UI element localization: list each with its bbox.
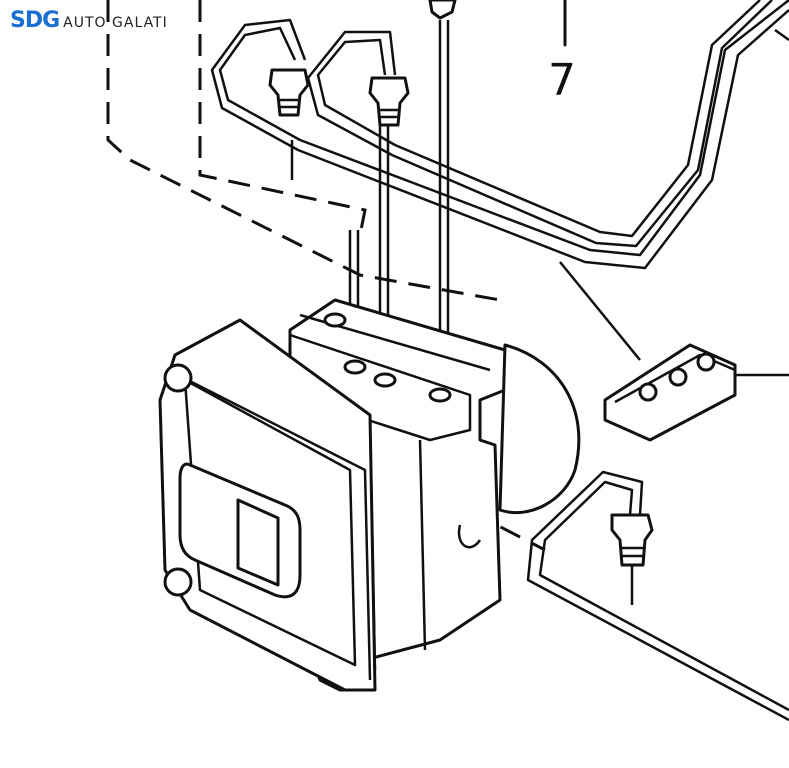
lower-brake-pipe — [526, 470, 789, 722]
connector-socket — [236, 498, 280, 587]
pipe-fitting-4 — [610, 513, 654, 605]
logo-mark: SDG — [10, 8, 60, 33]
port-4 — [428, 387, 452, 403]
module-screw-bottom — [163, 567, 193, 597]
control-module — [158, 318, 377, 692]
logo-text: AUTO GALATI — [63, 15, 168, 31]
pipe-clip — [559, 261, 789, 442]
pipe-fitting-3 — [428, 0, 457, 20]
port-2 — [343, 359, 367, 375]
port-3 — [373, 372, 397, 388]
pipe-fitting-1 — [268, 68, 310, 117]
callout-7: 7 — [548, 0, 576, 106]
pipe-fitting-2 — [368, 76, 410, 127]
module-screw-top — [163, 363, 193, 393]
port-1 — [323, 312, 347, 328]
brake-pipes — [210, 0, 789, 270]
callout-7-label: 7 — [548, 55, 576, 106]
watermark-logo: SDG AUTO GALATI — [10, 8, 168, 33]
